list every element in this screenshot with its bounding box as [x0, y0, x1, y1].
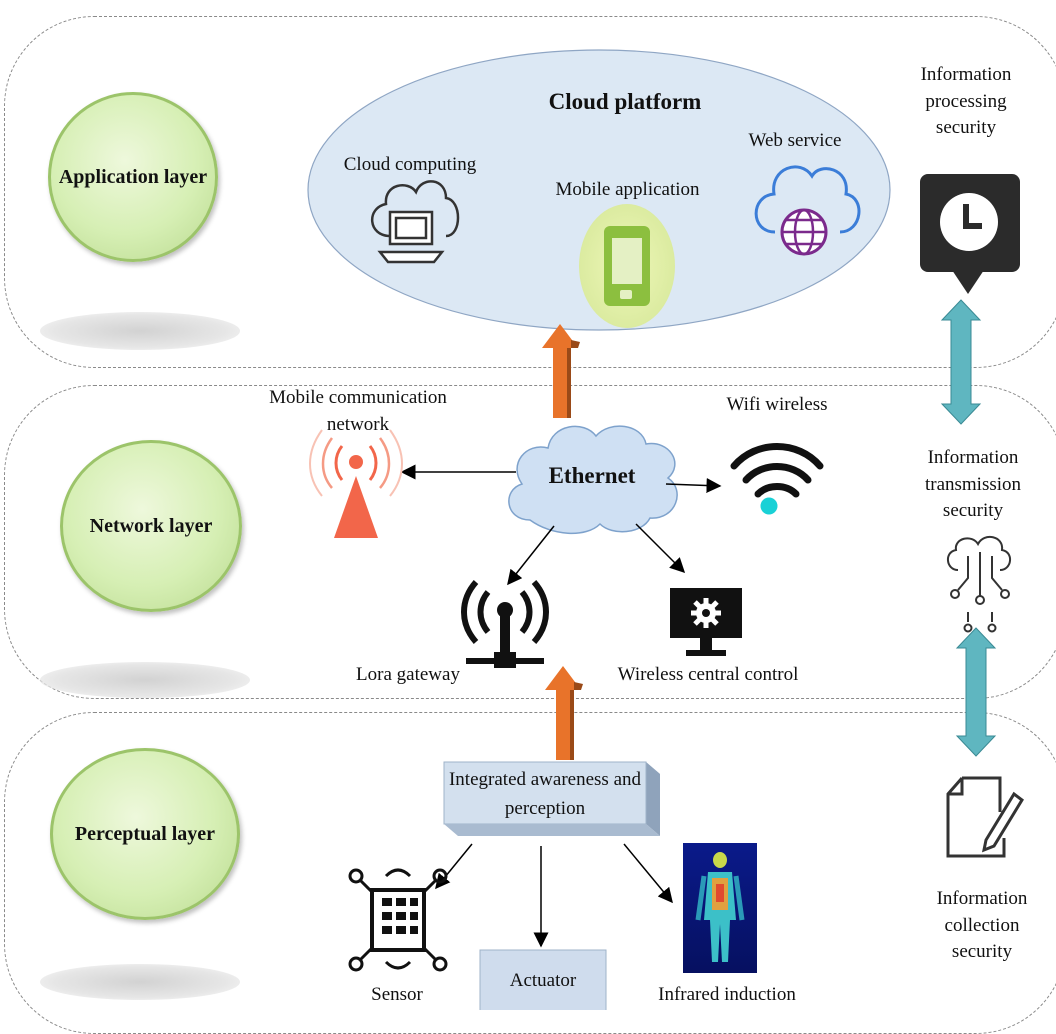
mobile-application-label: Mobile application: [555, 179, 700, 200]
transmission-line-3: security: [942, 500, 1004, 522]
application-layer-frame: [4, 16, 1056, 368]
cloud-circuit-icon: [947, 535, 1011, 633]
infrared-image: [683, 843, 757, 973]
teal-double-arrow-1: [940, 299, 982, 425]
cloud-platform-ellipse: [307, 49, 891, 331]
collection-line-3: security: [951, 941, 1013, 963]
application-layer-label: Application layer: [58, 165, 208, 188]
perceptual-layer-circle: Perceptual layer: [50, 748, 240, 920]
transmission-security-label: Information transmission security: [908, 445, 1038, 525]
transmission-line-1: Information: [927, 447, 1019, 468]
ethernet-label: Ethernet: [548, 463, 636, 488]
lora-gateway-icon: [461, 580, 549, 668]
application-layer-circle: Application layer: [48, 92, 218, 262]
lora-gateway-label: Lora gateway: [356, 664, 460, 685]
integrated-awareness-box: [443, 761, 660, 836]
processing-security-label: Information processing security: [904, 62, 1028, 142]
network-layer-circle: Network layer: [60, 440, 242, 612]
orange-arrow-up-1: [542, 324, 580, 418]
wireless-central-label: Wireless central control: [617, 664, 799, 685]
transmission-line-2: transmission: [924, 473, 1022, 495]
application-shadow: [40, 312, 240, 350]
web-service-label: Web service: [748, 130, 842, 151]
sensor-icon: [348, 868, 448, 972]
perceptual-layer-label: Perceptual layer: [74, 822, 216, 845]
network-layer-frame: [4, 385, 1056, 699]
cell-tower-icon: [309, 429, 403, 538]
wifi-label: Wifi wireless: [726, 394, 828, 415]
teal-double-arrow-2: [955, 627, 997, 757]
collection-line-1: Information: [936, 888, 1028, 909]
mobile-comm-line-2: network: [326, 413, 390, 435]
diagram-graphics: [307, 49, 1024, 1010]
mobile-comm-label: Mobile communication network: [258, 385, 458, 438]
ethernet-cloud: [508, 425, 678, 534]
integrated-line-1: Integrated awareness and: [448, 769, 641, 790]
mobile-phone-icon: [604, 226, 650, 306]
cloud-platform-title: Cloud platform: [548, 89, 702, 114]
network-layer-label: Network layer: [89, 514, 213, 537]
collection-line-2: collection: [944, 914, 1020, 936]
wifi-icon: [730, 443, 824, 515]
orange-arrow-up-2: [545, 666, 583, 760]
sensor-label: Sensor: [371, 984, 423, 1005]
web-service-icon: [754, 165, 861, 256]
integrated-awareness-label: Integrated awareness and perception: [444, 766, 646, 823]
processing-line-2: processing: [925, 90, 1007, 112]
cloud-computing-icon: [370, 180, 460, 264]
processing-line-3: security: [935, 117, 997, 139]
actuator-box: [479, 949, 607, 1010]
actuator-label: Actuator: [509, 970, 577, 991]
mobile-comm-line-1: Mobile communication: [269, 387, 447, 408]
document-pen-icon: [946, 776, 1024, 858]
infrared-label: Infrared induction: [658, 984, 796, 1005]
control-monitor-icon: [670, 588, 742, 656]
collection-security-label: Information collection security: [920, 886, 1044, 966]
integrated-line-2: perception: [504, 797, 586, 819]
perceptual-shadow: [40, 964, 240, 1000]
clock-bubble-icon: [920, 174, 1020, 294]
processing-line-1: Information: [920, 64, 1012, 85]
cloud-computing-label: Cloud computing: [343, 154, 477, 175]
network-shadow: [40, 662, 250, 698]
